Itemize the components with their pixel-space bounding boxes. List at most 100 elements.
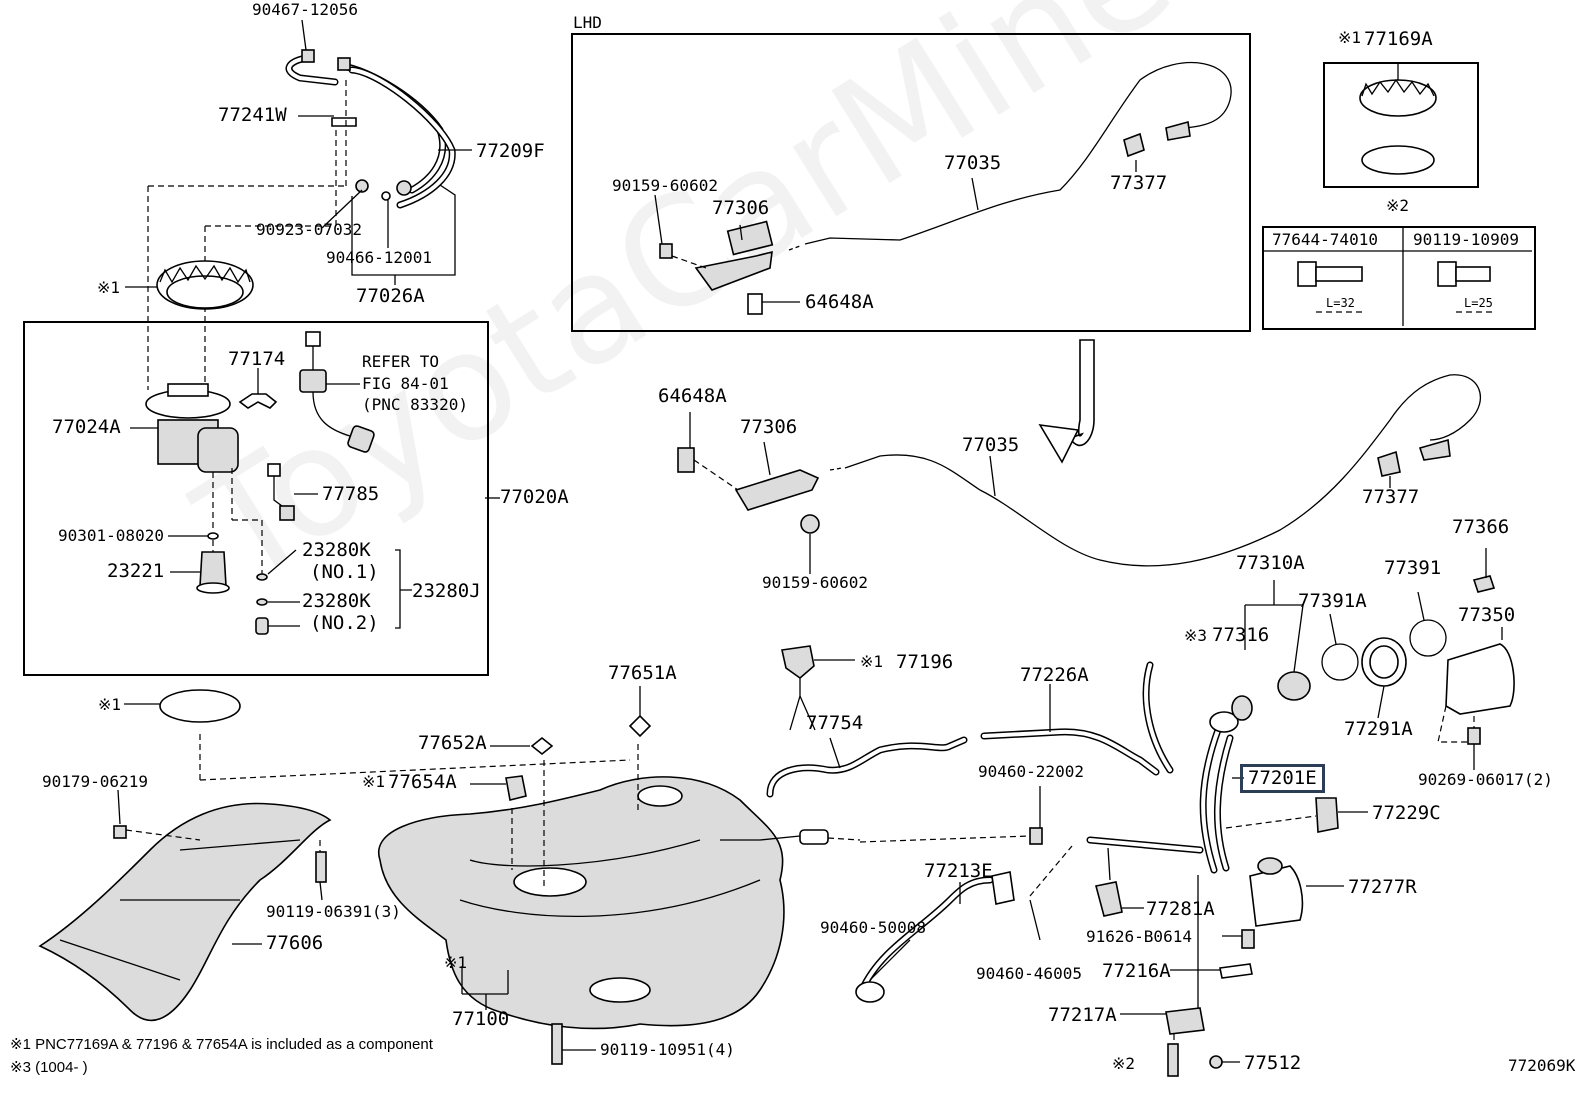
fuel-lid-cable-lhd (654, 61, 1232, 315)
bolt-icon (1437, 261, 1496, 313)
part-label-77651A[interactable]: 77651A (608, 662, 677, 684)
table-part-90119-10909[interactable]: 90119-10909 (1413, 230, 1519, 249)
part-label-90460-50008[interactable]: 90460-50008 (820, 918, 926, 937)
part-label-77512[interactable]: 77512 (1244, 1052, 1302, 1074)
bolt-table-grid (1262, 226, 1532, 326)
part-label-77785[interactable]: 77785 (322, 483, 380, 505)
bracket-icon (238, 368, 278, 409)
part-label-77035-lhd[interactable]: 77035 (944, 152, 1002, 174)
part-label-90923-07032[interactable]: 90923-07032 (256, 220, 362, 239)
cap-parts (1231, 548, 1515, 770)
refer-fig-label[interactable]: FIG 84-01 (362, 374, 449, 393)
no2-label: (NO.2) (310, 612, 379, 634)
breather-hoses (766, 645, 1160, 1003)
part-label-77216A[interactable]: 77216A (1102, 960, 1171, 982)
part-label-77201E-highlighted[interactable]: 77201E (1240, 764, 1325, 793)
part-label-77391[interactable]: 77391 (1384, 557, 1442, 579)
part-label-77391A[interactable]: 77391A (1298, 590, 1367, 612)
part-label-77654A[interactable]: 77654A (388, 771, 457, 793)
marker-note1-retainer: ※1 (1338, 28, 1362, 47)
marker-note1-77196: ※1 (860, 652, 884, 671)
table-length-l25: L=25 (1464, 296, 1493, 310)
refer-to-label: REFER TO (362, 352, 440, 371)
part-label-77366[interactable]: 77366 (1452, 516, 1510, 538)
footnote-3: ※3 (1004- ) (10, 1059, 88, 1076)
table-part-77644-74010[interactable]: 77644-74010 (1272, 230, 1378, 249)
part-label-77026A[interactable]: 77026A (356, 285, 425, 307)
part-label-77100[interactable]: 77100 (452, 1008, 510, 1030)
part-label-77377[interactable]: 77377 (1362, 486, 1420, 508)
part-label-90119-06391[interactable]: 90119-06391(3) (266, 902, 401, 921)
part-label-23280K-1[interactable]: 23280K (302, 539, 371, 561)
fuel-tank-icon (199, 734, 861, 1065)
part-label-91626-B0614[interactable]: 91626-B0614 (1086, 927, 1192, 946)
lock-ring-icon (156, 260, 254, 310)
part-label-77606[interactable]: 77606 (266, 932, 324, 954)
marker-note2-bolt: ※2 (1112, 1054, 1136, 1073)
filler-pipe (1086, 661, 1244, 874)
part-label-77196[interactable]: 77196 (896, 651, 954, 673)
part-label-90119-10951[interactable]: 90119-10951(4) (600, 1040, 735, 1059)
part-label-77281A[interactable]: 77281A (1146, 898, 1215, 920)
lhd-label: LHD (573, 13, 602, 32)
part-label-77291A[interactable]: 77291A (1344, 718, 1413, 740)
part-label-77241W[interactable]: 77241W (218, 104, 287, 126)
diagram-code: 772069K (1508, 1056, 1576, 1075)
small-gaskets (124, 686, 652, 801)
bolt-icon (1297, 261, 1363, 313)
part-label-77306[interactable]: 77306 (740, 416, 798, 438)
filter-icon (168, 472, 230, 594)
lhd-frame (571, 33, 1251, 332)
part-label-90301-08020[interactable]: 90301-08020 (58, 526, 164, 545)
fuel-filter-wire-icon (231, 463, 318, 580)
part-label-77020A[interactable]: 77020A (500, 486, 569, 508)
part-label-77350[interactable]: 77350 (1458, 604, 1516, 626)
part-label-90466-12001[interactable]: 90466-12001 (326, 248, 432, 267)
marker-note1-77100: ※1 (444, 953, 468, 972)
part-label-90467-12056[interactable]: 90467-12056 (252, 0, 358, 19)
part-label-77229C[interactable]: 77229C (1372, 802, 1441, 824)
part-label-77377-lhd[interactable]: 77377 (1110, 172, 1168, 194)
part-label-77226A[interactable]: 77226A (1020, 664, 1089, 686)
part-label-77316[interactable]: 77316 (1212, 624, 1270, 646)
part-label-90159-60602-lhd[interactable]: 90159-60602 (612, 176, 718, 195)
part-label-23280J[interactable]: 23280J (412, 580, 481, 602)
part-label-77174[interactable]: 77174 (228, 348, 286, 370)
part-label-64648A-lhd[interactable]: 64648A (805, 291, 874, 313)
connector-icon (299, 331, 375, 453)
o-ring-icon (255, 549, 412, 635)
part-label-77213E[interactable]: 77213E (924, 860, 993, 882)
part-label-77306-lhd[interactable]: 77306 (712, 197, 770, 219)
part-label-77024A[interactable]: 77024A (52, 416, 121, 438)
bolt-table-frame (1262, 226, 1536, 330)
part-label-23280K-2[interactable]: 23280K (302, 590, 371, 612)
part-label-77310A[interactable]: 77310A (1236, 552, 1305, 574)
part-label-77277R[interactable]: 77277R (1348, 876, 1417, 898)
retainer-frame (1323, 62, 1479, 188)
part-label-90460-22002[interactable]: 90460-22002 (978, 762, 1084, 781)
table-length-l32: L=32 (1326, 296, 1355, 310)
part-label-90179-06219[interactable]: 90179-06219 (42, 772, 148, 791)
fuel-sender-tube (285, 49, 456, 209)
fuel-pump-icon (130, 383, 239, 473)
marker-note1-77654A: ※1 (362, 772, 386, 791)
clip-parts (1095, 797, 1368, 1077)
marker-note3: ※3 (1184, 626, 1208, 645)
part-label-23221[interactable]: 23221 (107, 560, 165, 582)
part-label-77652A[interactable]: 77652A (418, 732, 487, 754)
no1-label: (NO.1) (310, 561, 379, 583)
footnote-1: ※1 PNC77169A & 77196 & 77654A is include… (10, 1036, 433, 1053)
part-label-77754[interactable]: 77754 (806, 712, 864, 734)
part-label-77217A[interactable]: 77217A (1048, 1004, 1117, 1026)
tank-protector-icon (38, 789, 332, 1022)
part-label-77035[interactable]: 77035 (962, 434, 1020, 456)
part-label-77209F[interactable]: 77209F (476, 140, 545, 162)
part-label-90159-60602[interactable]: 90159-60602 (762, 573, 868, 592)
marker-note1-gasket: ※1 (98, 695, 122, 714)
refer-pnc-label: (PNC 83320) (362, 395, 468, 414)
part-label-77169A[interactable]: 77169A (1364, 28, 1433, 50)
part-label-64648A[interactable]: 64648A (658, 385, 727, 407)
part-label-90460-46005[interactable]: 90460-46005 (976, 964, 1082, 983)
part-label-90269-06017[interactable]: 90269-06017(2) (1418, 770, 1553, 789)
marker-note2-table: ※2 (1386, 196, 1410, 215)
